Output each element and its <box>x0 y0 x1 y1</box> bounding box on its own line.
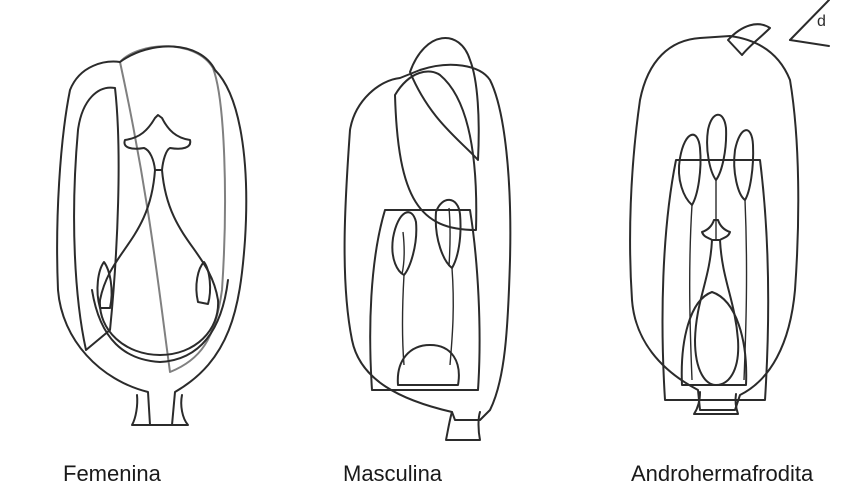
androhermaphrodite-flower-label: Androhermafrodita <box>631 461 813 487</box>
androhermaphrodite-flower <box>630 24 798 414</box>
female-flower <box>57 46 246 425</box>
corner-pointer-label: d <box>817 13 826 30</box>
corner-pointer-mark: d <box>790 0 829 46</box>
male-flower-label: Masculina <box>343 461 442 487</box>
female-flower-label: Femenina <box>63 461 161 487</box>
male-flower <box>345 38 511 440</box>
